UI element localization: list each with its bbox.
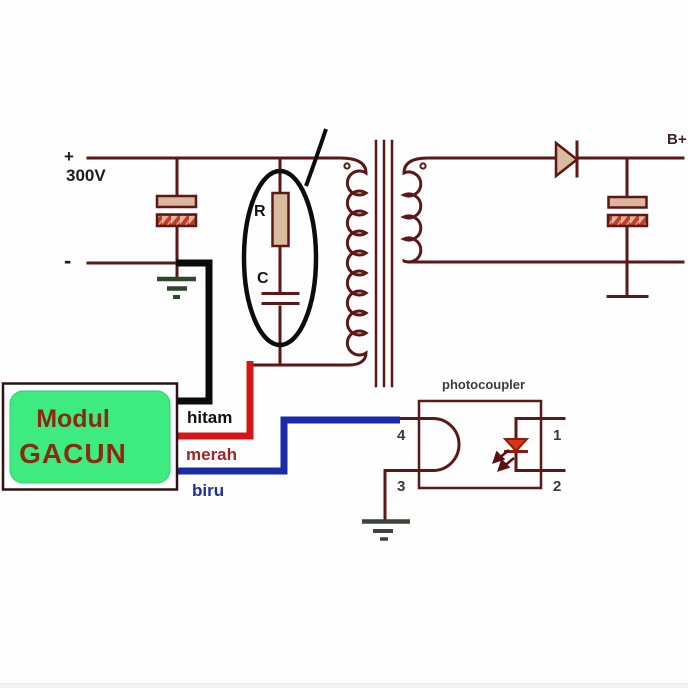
photocoupler-box [417,399,543,490]
led-triangle [502,438,530,453]
snubber-resistor [271,191,290,248]
output-cap-plate-top [607,195,648,209]
capacitor-label: C [257,270,269,287]
primary-phase-dot [343,162,351,170]
plus-terminal-label: + [64,147,74,166]
pin4-label: 4 [397,427,406,444]
input-voltage-label: 300V [66,166,106,185]
cap-plates [155,194,648,209]
image-bottom-edge [0,683,688,688]
photocoupler-detector [383,417,461,520]
led-light-arrows [492,449,515,472]
input-cap-plate-top [155,194,198,209]
minus-terminal-label: - [64,248,72,273]
wire-biru [177,416,400,475]
secondary-winding [400,156,685,264]
gacun-module [1,382,179,491]
transformer-core [374,139,394,388]
secondary-phase-dot [419,162,427,170]
pin3-label: 3 [397,478,406,495]
red-wire-label: merah [186,445,238,464]
highlight-ellipse [241,168,319,348]
wire-merah [177,361,254,440]
module-name-line2: GACUN [19,438,127,469]
wire-hitam [176,259,213,405]
ground-input [157,276,196,299]
pin2-label: 2 [553,478,562,495]
output-cap-leads [606,156,649,298]
output-voltage-label: B+ [667,131,687,148]
module-name-line1: Modul [36,405,110,433]
pin1-label: 1 [553,427,562,444]
module-wires [176,259,400,475]
black-wire-label: hitam [187,408,233,427]
primary-winding [86,156,369,367]
output-cap-plate-bottom [606,213,649,228]
circuit-lines [86,139,685,520]
highlight-tail [304,128,328,187]
tan-components [271,140,580,248]
blue-wire-label: biru [192,481,225,500]
ground-photocoupler [362,519,410,541]
input-cap-plate-bottom [155,213,198,228]
snubber-leads [261,156,300,367]
rectifier-diode [554,140,580,179]
annotation-circle [241,128,328,348]
module-green-panel [9,390,171,484]
photocoupler-label: photocoupler [442,377,526,392]
resistor-label: R [254,203,266,220]
